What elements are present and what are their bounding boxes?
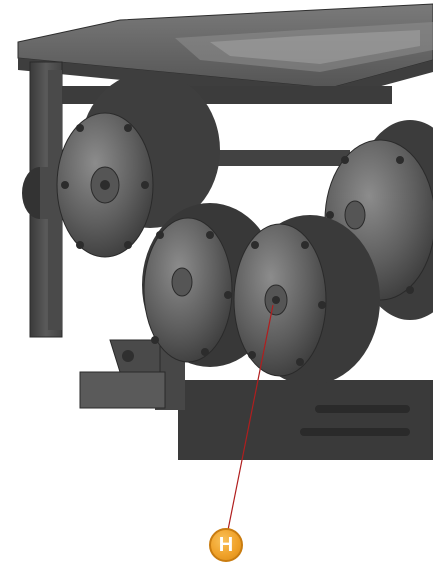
callout-badge-h: H xyxy=(209,528,243,562)
base-slots xyxy=(300,405,410,436)
top-plate xyxy=(17,3,433,100)
upper-left-housing xyxy=(56,72,220,258)
callout-leader-line xyxy=(227,304,274,531)
center-housing xyxy=(233,215,380,385)
mounting-foot xyxy=(79,339,166,409)
callout-label: H xyxy=(218,534,234,556)
